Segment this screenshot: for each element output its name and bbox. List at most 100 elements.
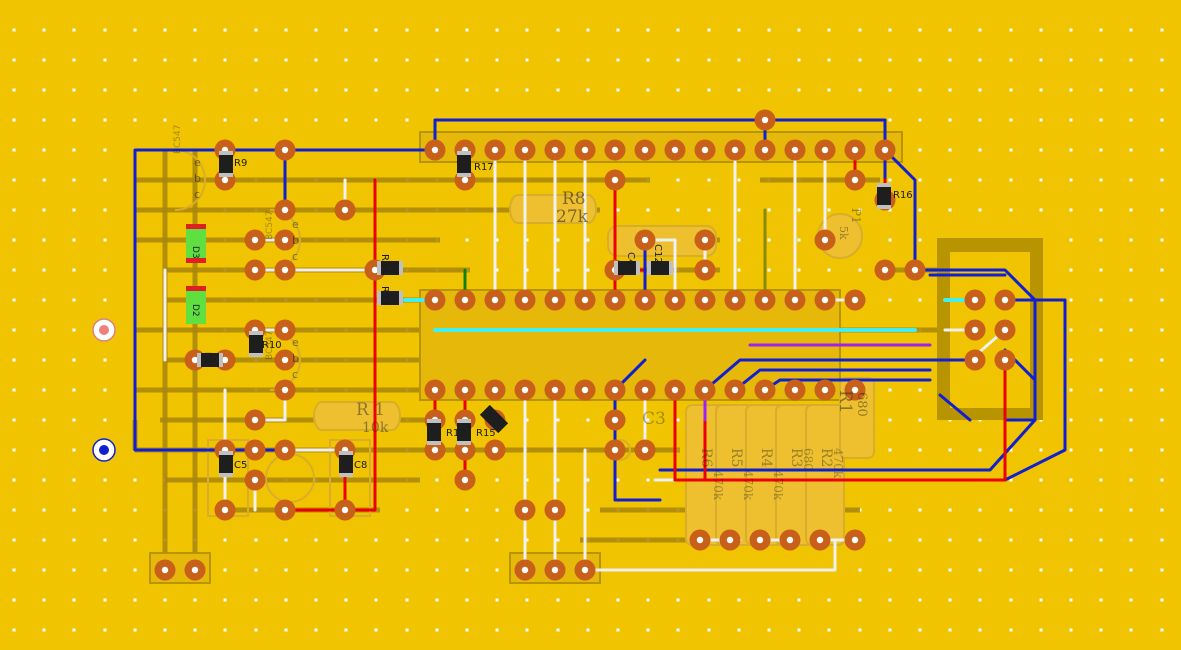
board-hole xyxy=(1160,28,1164,32)
smd-c12-cap xyxy=(647,261,651,275)
solder-pad-hole xyxy=(491,386,499,394)
solder-pad-hole xyxy=(251,236,259,244)
board-hole xyxy=(42,448,46,452)
board-hole xyxy=(1160,568,1164,572)
board-hole xyxy=(1069,328,1073,332)
board-hole xyxy=(193,118,197,122)
board-hole xyxy=(1099,508,1103,512)
board-hole xyxy=(435,88,439,92)
board-hole xyxy=(344,58,348,62)
diode-d2-band xyxy=(186,286,206,291)
smd-r9-cap xyxy=(219,151,233,155)
board-hole xyxy=(1069,88,1073,92)
silkscreen-labels: R9 R17 R16 R10 R12 R15 C5 C8 R14 R13 C4 … xyxy=(234,158,913,471)
board-hole xyxy=(405,598,409,602)
board-hole xyxy=(676,208,680,212)
board-hole xyxy=(254,538,258,542)
board-hole xyxy=(1099,388,1103,392)
solder-pad-hole xyxy=(551,146,559,154)
board-hole xyxy=(284,568,288,572)
board-hole xyxy=(193,598,197,602)
solder-pad-hole xyxy=(431,146,439,154)
board-hole xyxy=(1160,328,1164,332)
board-hole xyxy=(1039,88,1043,92)
board-hole xyxy=(918,118,922,122)
resistor-r8-body xyxy=(509,194,597,224)
solder-pad-hole xyxy=(1001,296,1009,304)
solder-pad-hole xyxy=(731,386,739,394)
smd-r7-cap xyxy=(197,353,201,367)
smd-c12-cap xyxy=(669,261,673,275)
smd-c5 xyxy=(219,451,233,477)
smd-r13-cap xyxy=(399,291,403,305)
terminal-positive-dot xyxy=(99,325,109,335)
board-hole xyxy=(1039,178,1043,182)
board-hole xyxy=(525,628,529,632)
smd-components xyxy=(197,151,891,477)
board-hole xyxy=(1099,478,1103,482)
board-hole xyxy=(12,268,16,272)
board-hole xyxy=(284,58,288,62)
board-hole xyxy=(1129,268,1133,272)
smd-c8-cap xyxy=(339,451,353,455)
board-hole xyxy=(1160,118,1164,122)
solder-pad-hole xyxy=(641,146,649,154)
board-hole xyxy=(1099,208,1103,212)
board-hole xyxy=(284,118,288,122)
board-hole xyxy=(42,298,46,302)
solder-pad-hole xyxy=(281,386,289,394)
label-r5-value: 470k xyxy=(741,470,755,501)
smd-r16 xyxy=(877,183,891,209)
board-hole xyxy=(223,538,227,542)
board-hole xyxy=(918,88,922,92)
solder-pad-hole xyxy=(551,296,559,304)
wire-link-white xyxy=(583,538,837,572)
solder-pad-hole xyxy=(491,446,499,454)
board-hole xyxy=(525,478,529,482)
board-hole xyxy=(858,628,862,632)
board-hole xyxy=(525,598,529,602)
solder-pad-hole xyxy=(851,296,859,304)
board-hole xyxy=(103,238,107,242)
solder-pad-hole xyxy=(191,566,199,574)
board-hole xyxy=(163,118,167,122)
label-r3: R3 xyxy=(788,448,804,467)
board-hole xyxy=(646,28,650,32)
board-hole xyxy=(495,268,499,272)
solder-pad-hole xyxy=(551,386,559,394)
solder-pad-hole xyxy=(491,296,499,304)
board-hole xyxy=(918,508,922,512)
board-hole xyxy=(405,58,409,62)
board-hole xyxy=(374,628,378,632)
board-hole xyxy=(888,448,892,452)
board-hole xyxy=(767,268,771,272)
smd-c5-cap xyxy=(219,451,233,455)
board-hole xyxy=(737,178,741,182)
smd-r13 xyxy=(377,291,403,305)
board-hole xyxy=(1039,598,1043,602)
board-hole xyxy=(948,508,952,512)
board-hole xyxy=(72,538,76,542)
wire-link-blue xyxy=(938,393,972,422)
board-hole xyxy=(1099,118,1103,122)
board-hole xyxy=(888,238,892,242)
solder-pad-hole xyxy=(701,386,709,394)
board-hole xyxy=(284,598,288,602)
board-hole xyxy=(1129,28,1133,32)
smd-r7-cap xyxy=(219,353,223,367)
board-hole xyxy=(435,58,439,62)
board-hole xyxy=(767,88,771,92)
board-hole xyxy=(918,388,922,392)
board-hole xyxy=(314,88,318,92)
solder-pad-hole xyxy=(461,296,469,304)
label-r6-value: 470k xyxy=(711,470,725,501)
board-hole xyxy=(1009,118,1013,122)
board-hole xyxy=(12,88,16,92)
board-hole xyxy=(133,478,137,482)
board-hole xyxy=(556,238,560,242)
board-hole xyxy=(1129,358,1133,362)
solder-pad-hole xyxy=(641,236,649,244)
board-hole xyxy=(254,118,258,122)
solder-pad-hole xyxy=(821,386,829,394)
solder-pad-hole xyxy=(281,206,289,214)
